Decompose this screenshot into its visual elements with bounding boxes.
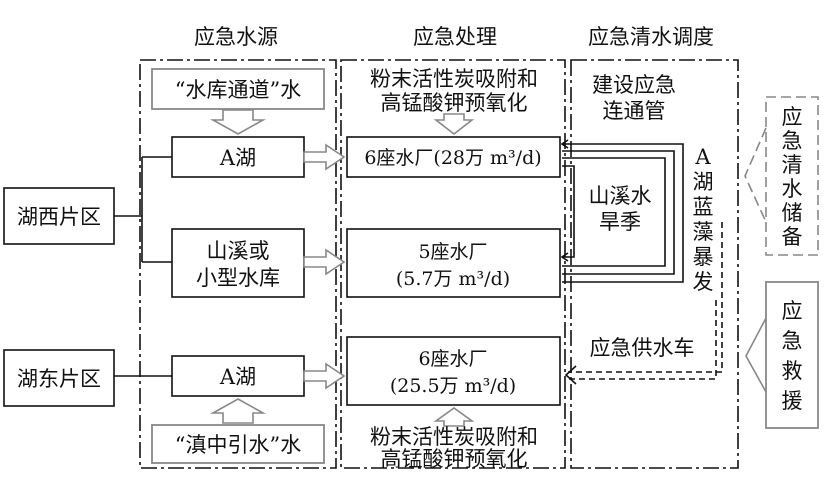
arrow-pretreat-top-down (433, 113, 475, 136)
rescue-char-3: 救 (782, 359, 803, 383)
plant2-line1: 5座水厂 (418, 241, 487, 263)
plant3-line1: 6座水厂 (418, 348, 487, 370)
pretreat-bottom-line1: 粉末活性炭吸附和 (370, 425, 538, 449)
arrow-lake-west-to-plant1 (303, 143, 346, 171)
plant1-box (346, 136, 561, 178)
arrow-reservoir-down (209, 109, 267, 135)
pipe-arrowhead-plant1 (560, 139, 569, 149)
storage-char-4: 水 (782, 177, 803, 201)
source-lake-a-west-box (171, 136, 305, 178)
truck-path-outer (568, 222, 723, 373)
truck-arrowhead (564, 365, 577, 385)
rescue-char-4: 援 (782, 389, 803, 413)
source-stream-reservoir-line1: 山溪或 (207, 239, 270, 263)
storage-arrow (744, 127, 767, 223)
pretreat-top-line1: 粉末活性炭吸附和 (370, 67, 538, 91)
plant1-label: 6座水厂(28万 m³/d) (364, 147, 541, 169)
dispatch-pipe-line1: 建设应急 (592, 73, 676, 97)
region-east-label: 湖东片区 (17, 367, 101, 391)
pipe-loop-middle (562, 150, 675, 275)
source-dianzhong-label: “滇中引水”水 (175, 433, 301, 457)
source-lake-a-west-label: A湖 (219, 146, 256, 170)
header-emergency-source: 应急水源 (194, 25, 278, 49)
source-stream-reservoir-box (171, 228, 305, 298)
arrow-lake-east-to-plant3 (303, 362, 346, 390)
storage-char-3: 清 (782, 153, 803, 177)
bloom-char-1: A (694, 145, 711, 169)
pretreat-bottom-line2: 高锰酸钾预氧化 (381, 447, 528, 471)
frame-emergency-dispatch (570, 59, 739, 469)
dispatch-supply-truck: 应急供水车 (590, 336, 695, 360)
bloom-char-5: 暴 (693, 245, 714, 269)
pipe-loop-inner-left (562, 165, 575, 258)
arrow-dianzhong-up (209, 398, 267, 424)
rescue-char-2: 急 (782, 329, 803, 353)
bloom-char-6: 发 (693, 270, 714, 294)
rescue-arrow (745, 317, 767, 393)
dispatch-pipe-line2: 连通管 (603, 99, 666, 123)
rescue-char-1: 应 (782, 299, 803, 323)
storage-char-1: 应 (782, 105, 803, 129)
arrow-stream-to-plant2 (303, 248, 346, 276)
pipe-loop-inner-right (562, 157, 666, 267)
header-emergency-treatment: 应急处理 (413, 25, 497, 49)
region-west-label: 湖西片区 (17, 205, 101, 229)
pretreat-top-line2: 高锰酸钾预氧化 (381, 91, 528, 115)
bloom-char-4: 藻 (693, 220, 714, 244)
source-reservoir-channel-box (151, 68, 325, 110)
plant2-line2: (5.7万 m³/d) (396, 268, 510, 290)
header-emergency-dispatch: 应急清水调度 (588, 25, 714, 49)
source-reservoir-channel-label: “水库通道”水 (175, 78, 301, 102)
plant3-box (346, 336, 561, 406)
plant3-line2: (25.5万 m³/d) (390, 375, 516, 397)
bloom-char-2: 湖 (693, 170, 714, 194)
arrow-pretreat-bottom-up (433, 407, 475, 427)
source-lake-a-east-box (171, 355, 305, 397)
source-stream-reservoir-line2: 小型水库 (196, 266, 280, 290)
rescue-box (765, 281, 819, 429)
storage-char-5: 储 (782, 201, 803, 225)
source-lake-a-east-label: A湖 (219, 365, 256, 389)
region-west-box (3, 187, 115, 245)
pipe-arrowhead-plant2 (560, 252, 569, 262)
dispatch-dry-line1: 山溪水 (589, 184, 652, 208)
source-dianzhong-box (151, 424, 325, 464)
plant2-box (346, 228, 561, 298)
storage-char-6: 备 (782, 225, 803, 249)
region-east-box (3, 349, 115, 407)
storage-char-2: 急 (782, 129, 803, 153)
pipe-loop-outer (562, 143, 684, 283)
dispatch-dry-line2: 旱季 (599, 210, 641, 234)
bloom-char-3: 蓝 (693, 195, 714, 219)
